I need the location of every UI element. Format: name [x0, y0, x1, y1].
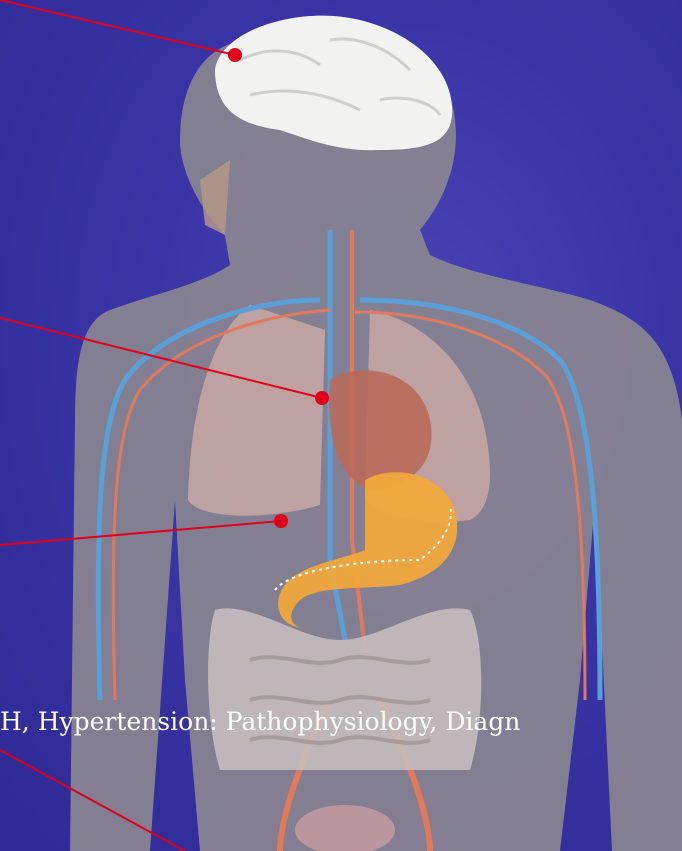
brain-pointer-line	[0, 0, 235, 55]
brain-pointer-dot	[228, 48, 242, 62]
liver-pointer-dot	[274, 514, 288, 528]
heart-pointer-dot	[315, 391, 329, 405]
citation-caption: H, Hypertension: Pathophysiology, Diagn	[0, 706, 682, 738]
